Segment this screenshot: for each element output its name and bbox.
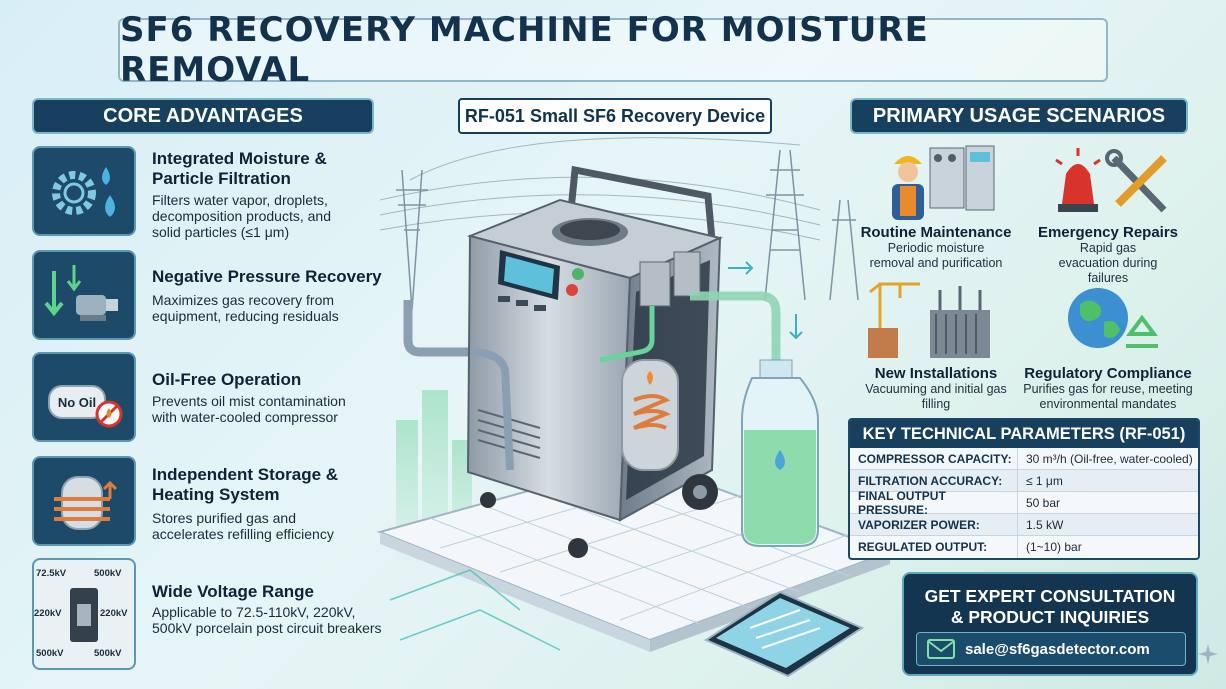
table-row: COMPRESSOR CAPACITY: 30 m³/h (Oil-free, … [850, 448, 1198, 470]
scenario-4-desc: Purifies gas for reuse, meeting environm… [1023, 382, 1193, 411]
technical-parameters-table: KEY TECHNICAL PARAMETERS (RF-051) COMPRE… [848, 418, 1200, 560]
scenario-4-title: Regulatory Compliance [1024, 365, 1192, 382]
parameters-header: KEY TECHNICAL PARAMETERS (RF-051) [850, 420, 1198, 448]
advantage-4-title: Independent Storage & Heating System [152, 465, 339, 504]
voltage-label: 500kV [94, 648, 122, 659]
page-title: SF6 RECOVERY MACHINE FOR MOISTURE REMOVA… [120, 10, 929, 90]
scenario-1-desc: Periodic moisture removal and purificati… [869, 241, 1003, 270]
voltage-label: 220kV [34, 608, 62, 619]
technician-panel-icon [892, 145, 995, 220]
no-oil-compressor-icon: No Oil [32, 352, 136, 442]
table-row: REGULATED OUTPUT: (1~10) bar [850, 536, 1198, 558]
globe-recycle-icon [1068, 288, 1158, 348]
pump-arrows-icon [32, 250, 136, 340]
breaker-voltage-icon: 72.5kV 500kV 220kV 220kV 500kV 500kV [32, 558, 136, 670]
advantage-4-desc: Stores purified gas and accelerates refi… [152, 510, 334, 542]
scenario-3-title: New Installations [874, 365, 998, 382]
usage-scenarios-header: PRIMARY USAGE SCENARIOS [850, 98, 1188, 134]
param-key: REGULATED OUTPUT: [850, 536, 1018, 558]
param-key: COMPRESSOR CAPACITY: [850, 448, 1018, 469]
table-row: FILTRATION ACCURACY: ≤ 1 μm [850, 470, 1198, 492]
scenario-2-title: Emergency Repairs [1037, 224, 1179, 241]
advantage-1-desc: Filters water vapor, droplets, decomposi… [152, 192, 331, 240]
param-value: 30 m³/h (Oil-free, water-cooled) [1026, 451, 1193, 466]
gear-droplets-icon [32, 146, 136, 236]
param-value: (1~10) bar [1026, 540, 1082, 554]
siren-tools-icon [1055, 148, 1167, 213]
advantage-5-title: Wide Voltage Range [152, 582, 314, 601]
core-advantages-header: CORE ADVANTAGES [32, 98, 374, 134]
voltage-label: 500kV [36, 648, 64, 659]
scenario-1-title: Routine Maintenance [860, 224, 1012, 241]
advantage-3-desc: Prevents oil mist contamination with wat… [152, 393, 346, 425]
device-label: RF-051 Small SF6 Recovery Device [458, 98, 772, 134]
param-value: 50 bar [1026, 495, 1061, 510]
voltage-label: 220kV [100, 608, 128, 619]
param-value: 1.5 kW [1026, 517, 1064, 532]
advantage-2-title: Negative Pressure Recovery [152, 267, 382, 286]
scenario-3-desc: Vacuuming and initial gas filling [865, 382, 1007, 411]
param-key: VAPORIZER POWER: [850, 514, 1018, 535]
crane-substation-icon [868, 282, 990, 358]
advantage-5-desc: Applicable to 72.5-110kV, 220kV, 500kV p… [152, 604, 382, 636]
cta-line-1: GET EXPERT CONSULTATION [924, 586, 1176, 606]
title-banner: SF6 RECOVERY MACHINE FOR MOISTURE REMOVA… [118, 10, 1108, 90]
email-link[interactable]: sale@sf6gasdetector.com [965, 640, 1150, 658]
voltage-label: 500kV [94, 568, 122, 579]
advantage-2-desc: Maximizes gas recovery from equipment, r… [152, 292, 339, 324]
advantage-3-title: Oil-Free Operation [152, 370, 302, 389]
scenario-2-desc: Rapid gas evacuation during failures [1058, 241, 1158, 285]
envelope-icon [927, 639, 955, 659]
cta-line-2: & PRODUCT INQUIRIES [950, 607, 1150, 627]
voltage-label: 72.5kV [36, 568, 67, 579]
heated-tank-icon [32, 456, 136, 546]
param-key: FINAL OUTPUT PRESSURE: [850, 489, 1018, 517]
email-contact[interactable]: sale@sf6gasdetector.com [916, 632, 1186, 666]
param-value: ≤ 1 μm [1026, 473, 1063, 488]
no-oil-badge: No Oil [57, 394, 97, 410]
param-key: FILTRATION ACCURACY: [850, 470, 1018, 491]
advantage-1-title: Integrated Moisture & Particle Filtratio… [152, 149, 327, 188]
table-row: VAPORIZER POWER: 1.5 kW [850, 514, 1198, 536]
sparkle-icon [1198, 644, 1218, 664]
table-row: FINAL OUTPUT PRESSURE: 50 bar [850, 489, 1198, 517]
